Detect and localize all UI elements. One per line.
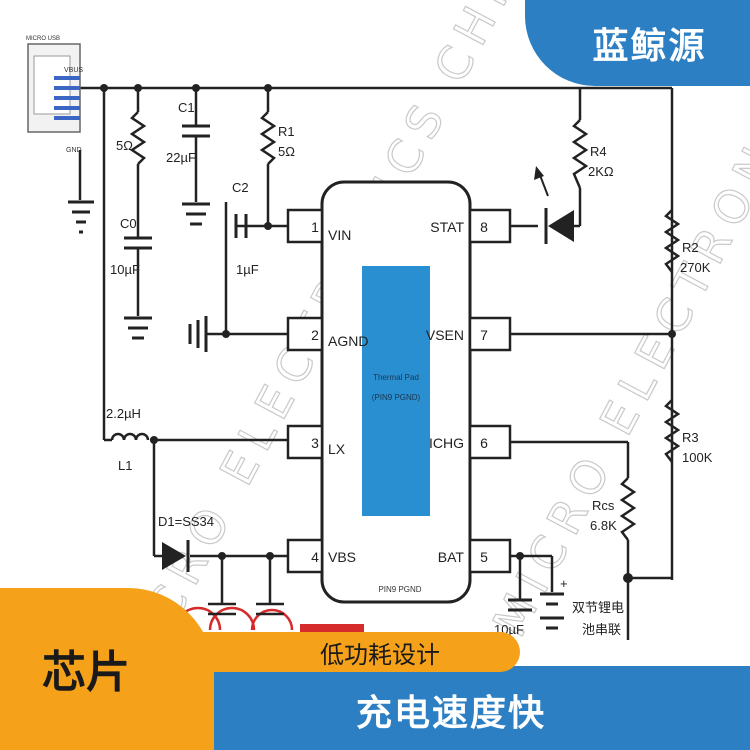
- usb-gnd-label: GND: [66, 147, 82, 154]
- c0-capacitor: [124, 236, 152, 250]
- charge-speed-text: 充电速度快: [356, 693, 547, 734]
- c1-value: 22µF: [166, 150, 196, 165]
- svg-text:4: 4: [311, 549, 319, 565]
- stat-led: [534, 166, 574, 244]
- r3-value: 100K: [682, 450, 713, 465]
- rcs-value: 6.8K: [590, 518, 617, 533]
- c1-name: C1: [178, 100, 195, 115]
- pin-1: 1 VIN: [286, 208, 351, 244]
- c2-capacitor: [234, 214, 248, 238]
- l1-inductor: [110, 432, 150, 441]
- pin-4: 4 VBS: [286, 538, 356, 574]
- chip-badge: [0, 588, 214, 750]
- battery-label-2: 池串联: [582, 622, 621, 637]
- pin-7: 7 VSEN: [426, 316, 512, 352]
- svg-text:1: 1: [311, 219, 319, 235]
- svg-text:ICHG: ICHG: [429, 435, 464, 451]
- rcs-resistor: [619, 477, 637, 541]
- svg-text:VSEN: VSEN: [426, 327, 464, 343]
- c2-name: C2: [232, 180, 249, 195]
- cout-capacitor: [508, 598, 532, 612]
- r1-value: 5Ω: [278, 144, 295, 159]
- battery-plus: +: [560, 576, 568, 591]
- brand-name: 蓝鲸源: [592, 26, 707, 67]
- svg-text:5: 5: [480, 549, 488, 565]
- battery-label-1: 双节锂电: [572, 600, 624, 615]
- c1-capacitor: [182, 124, 210, 138]
- ic-bottom-label: PIN9 PGND: [378, 585, 421, 594]
- low-power-text: 低功耗设计: [320, 640, 440, 669]
- svg-text:VBS: VBS: [328, 549, 356, 565]
- r3-resistor: [663, 399, 681, 463]
- r3-name: R3: [682, 430, 699, 445]
- usb-title: MICRO USB: [26, 36, 60, 42]
- c0-value: 10µF: [110, 262, 140, 277]
- battery-symbol: [540, 592, 564, 630]
- r1-name: R1: [278, 124, 295, 139]
- r2-name: R2: [682, 240, 699, 255]
- ground-symbols: [68, 200, 210, 352]
- pin-8: 8 STAT: [430, 208, 512, 244]
- thermal-pad-label: Thermal Pad: [373, 373, 419, 382]
- r-input-resistor: [129, 111, 147, 165]
- r-input-value: 5Ω: [116, 138, 133, 153]
- r4-value: 2KΩ: [588, 164, 614, 179]
- charger-ic: Thermal Pad (PIN9 PGND) PIN9 PGND 1 VIN …: [286, 180, 512, 604]
- pin-3: 3 LX: [286, 424, 346, 460]
- thermal-pad: [362, 266, 430, 516]
- svg-text:2: 2: [311, 327, 319, 343]
- pin-6: 6 ICHG: [429, 424, 512, 460]
- usb-vbus-label: VBUS: [64, 67, 83, 74]
- svg-text:8: 8: [480, 219, 488, 235]
- r1-resistor: [259, 111, 277, 165]
- svg-text:BAT: BAT: [438, 549, 465, 565]
- chip-label: 芯片: [42, 647, 130, 698]
- c0-name: C0: [120, 216, 137, 231]
- svg-text:VIN: VIN: [328, 227, 351, 243]
- svg-text:AGND: AGND: [328, 333, 368, 349]
- d1-diode: [162, 540, 190, 572]
- thermal-pad-pin: (PIN9 PGND): [372, 393, 421, 402]
- c2-value: 1µF: [236, 262, 259, 277]
- r4-name: R4: [590, 144, 607, 159]
- brand-tab: 蓝鲸源: [525, 0, 750, 86]
- svg-text:STAT: STAT: [430, 219, 464, 235]
- svg-text:7: 7: [480, 327, 488, 343]
- svg-text:6: 6: [480, 435, 488, 451]
- r2-value: 270K: [680, 260, 711, 275]
- rcs-name: Rcs: [592, 498, 615, 513]
- pin-2: 2 AGND: [286, 316, 368, 352]
- svg-text:LX: LX: [328, 441, 346, 457]
- l1-name: L1: [118, 458, 132, 473]
- pin-5: 5 BAT: [438, 538, 512, 574]
- highlight-arcs: [174, 606, 364, 632]
- r4-resistor: [571, 119, 589, 189]
- d1-label: D1=SS34: [158, 514, 214, 529]
- l1-value: 2.2µH: [106, 406, 141, 421]
- r2-resistor: [663, 209, 681, 273]
- usb-connector: MICRO USB VBUS GND: [26, 36, 83, 200]
- svg-text:3: 3: [311, 435, 319, 451]
- low-power-banner: 低功耗设计: [180, 632, 520, 672]
